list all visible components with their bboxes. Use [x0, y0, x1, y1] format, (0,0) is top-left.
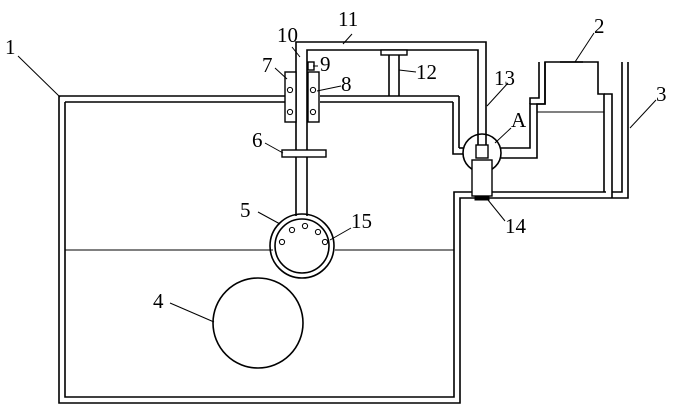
leader-lines: [17, 32, 657, 323]
label-5: 5: [240, 198, 251, 222]
valve-a: [462, 133, 502, 201]
guide-blocks: [284, 71, 320, 123]
label-10: 10: [277, 23, 298, 47]
support-12: [380, 49, 408, 96]
vertical-rod: [295, 62, 308, 216]
label-4: 4: [153, 289, 164, 313]
label-8: 8: [341, 72, 352, 96]
label-3: 3: [656, 82, 667, 106]
label-2: 2: [594, 14, 605, 38]
label-7: 7: [262, 53, 273, 77]
label-6: 6: [252, 128, 263, 152]
label-12: 12: [416, 60, 437, 84]
ball-4: [212, 277, 304, 369]
label-9: 9: [320, 52, 331, 76]
label-a: A: [511, 108, 527, 132]
label-14: 14: [505, 214, 527, 238]
label-15: 15: [351, 209, 372, 233]
main-tank: [58, 95, 612, 404]
ring-5: [269, 213, 335, 279]
container-2: [529, 61, 613, 198]
label-11: 11: [338, 7, 358, 31]
labels: 1 2 3 4 5 6 7 8 9 10 11 12 13 14 15 A: [5, 7, 667, 313]
label-1: 1: [5, 35, 16, 59]
plate-6: [281, 149, 327, 158]
side-tube-3: [612, 62, 629, 199]
label-13: 13: [494, 66, 515, 90]
